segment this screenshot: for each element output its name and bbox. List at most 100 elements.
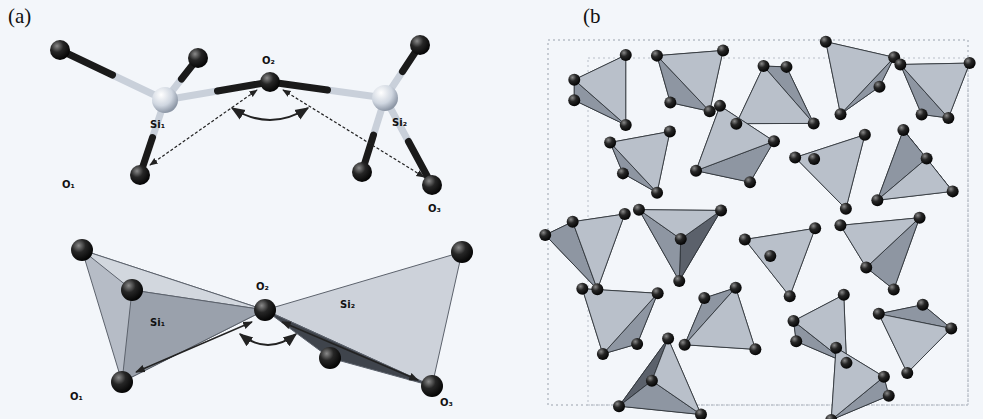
oxygen-atom (646, 375, 658, 387)
oxygen-atom (260, 72, 280, 92)
tetrahedron-face (879, 314, 951, 373)
tetrahedron-face (840, 218, 919, 268)
oxygen-atom (883, 390, 895, 402)
oxygen-atom (715, 204, 727, 216)
atom-label: O₁ (62, 180, 75, 190)
tetrahedron-face (652, 339, 701, 415)
tetrahedron-face (582, 289, 657, 354)
panel-label: (b (583, 6, 601, 27)
oxygen-atom (744, 176, 756, 188)
oxygen-atom (111, 371, 133, 393)
oxygen-atom (714, 100, 726, 112)
tetrahedron-face (696, 106, 774, 171)
oxygen-atom (873, 81, 885, 93)
oxygen-atom (591, 283, 603, 295)
oxygen-atom (749, 343, 761, 355)
oxygen-atom (784, 290, 796, 302)
oxygen-atom (945, 322, 957, 334)
tetrahedron-face (82, 250, 265, 382)
oxygen-atom (830, 342, 842, 354)
tetrahedron-face (840, 218, 919, 290)
tetrahedron-face (900, 63, 969, 118)
oxygen-atom (894, 58, 906, 70)
oxygen-atom (878, 371, 890, 383)
oxygen-atom (352, 162, 372, 182)
oxygen-atom (604, 136, 616, 148)
angle-arrow (240, 334, 296, 345)
oxygen-atom (916, 108, 928, 120)
atom-label: Si₁ (150, 120, 165, 130)
oxygen-atom (50, 40, 70, 60)
oxygen-atom (620, 49, 632, 61)
oxygen-atom (704, 105, 716, 117)
oxygen-atom (130, 165, 150, 185)
oxygen-atom (675, 233, 687, 245)
atom-label: Si₁ (150, 318, 165, 328)
oxygen-atom (567, 216, 579, 228)
oxygen-atom (651, 187, 663, 199)
tetrahedra-pair (50, 35, 473, 397)
distance-arrow (283, 90, 424, 177)
oxygen-atom (825, 414, 837, 419)
oxygen-atom (421, 375, 443, 397)
oxygen-atom (597, 348, 609, 360)
angle-arrow (232, 108, 308, 120)
tetrahedron-face (265, 310, 432, 386)
distance-arrow (282, 322, 418, 380)
oxygen-atom (790, 335, 802, 347)
oxygen-atom (860, 261, 872, 273)
silica-network (539, 36, 975, 419)
oxygen-atom (888, 283, 900, 295)
oxygen-atom (921, 152, 933, 164)
oxygen-atom (631, 338, 643, 350)
oxygen-atom (188, 48, 208, 68)
tetrahedron-face (619, 339, 701, 415)
oxygen-atom (764, 250, 776, 262)
oxygen-atom (673, 275, 685, 287)
oxygen-atom (539, 229, 551, 241)
oxygen-atom (613, 400, 625, 412)
oxygen-atom (319, 347, 341, 369)
oxygen-atom (121, 279, 143, 301)
tetrahedron-face (831, 348, 888, 419)
tetrahedron-face (685, 288, 756, 350)
oxygen-atom (576, 283, 588, 295)
oxygen-atom (739, 233, 751, 245)
tetrahedron-face (877, 158, 952, 200)
atom-label: Si₂ (392, 118, 407, 128)
oxygen-atom (71, 239, 93, 261)
tetrahedron-face (826, 42, 894, 115)
oxygen-atom (788, 315, 800, 327)
oxygen-atom (695, 409, 707, 419)
tetrahedron-face (545, 214, 625, 289)
oxygen-atom (679, 339, 691, 351)
tetrahedron-face (745, 228, 815, 296)
oxygen-atom (901, 367, 913, 379)
atom-label: Si₂ (340, 300, 355, 310)
oxygen-atom (619, 208, 631, 220)
oxygen-atom (789, 151, 801, 163)
silicon-atom (372, 85, 398, 111)
oxygen-atom (840, 357, 852, 369)
oxygen-atom (698, 292, 710, 304)
oxygen-atom (422, 175, 442, 195)
oxygen-atom (620, 119, 632, 131)
oxygen-atom (840, 203, 852, 215)
tetrahedron-face (794, 295, 847, 363)
oxygen-atom (652, 287, 664, 299)
oxygen-atom (808, 153, 820, 165)
oxygen-atom (451, 241, 473, 263)
oxygen-atom (758, 60, 770, 72)
oxygen-atom (664, 125, 676, 137)
oxygen-atom (914, 212, 926, 224)
silicon-atom (152, 87, 178, 113)
oxygen-atom (633, 204, 645, 216)
cell-box (588, 58, 968, 405)
oxygen-atom (835, 108, 847, 120)
oxygen-atom (947, 185, 959, 197)
oxygen-atom (730, 282, 742, 294)
tetrahedron-face (831, 348, 884, 419)
oxygen-atom (651, 50, 663, 62)
